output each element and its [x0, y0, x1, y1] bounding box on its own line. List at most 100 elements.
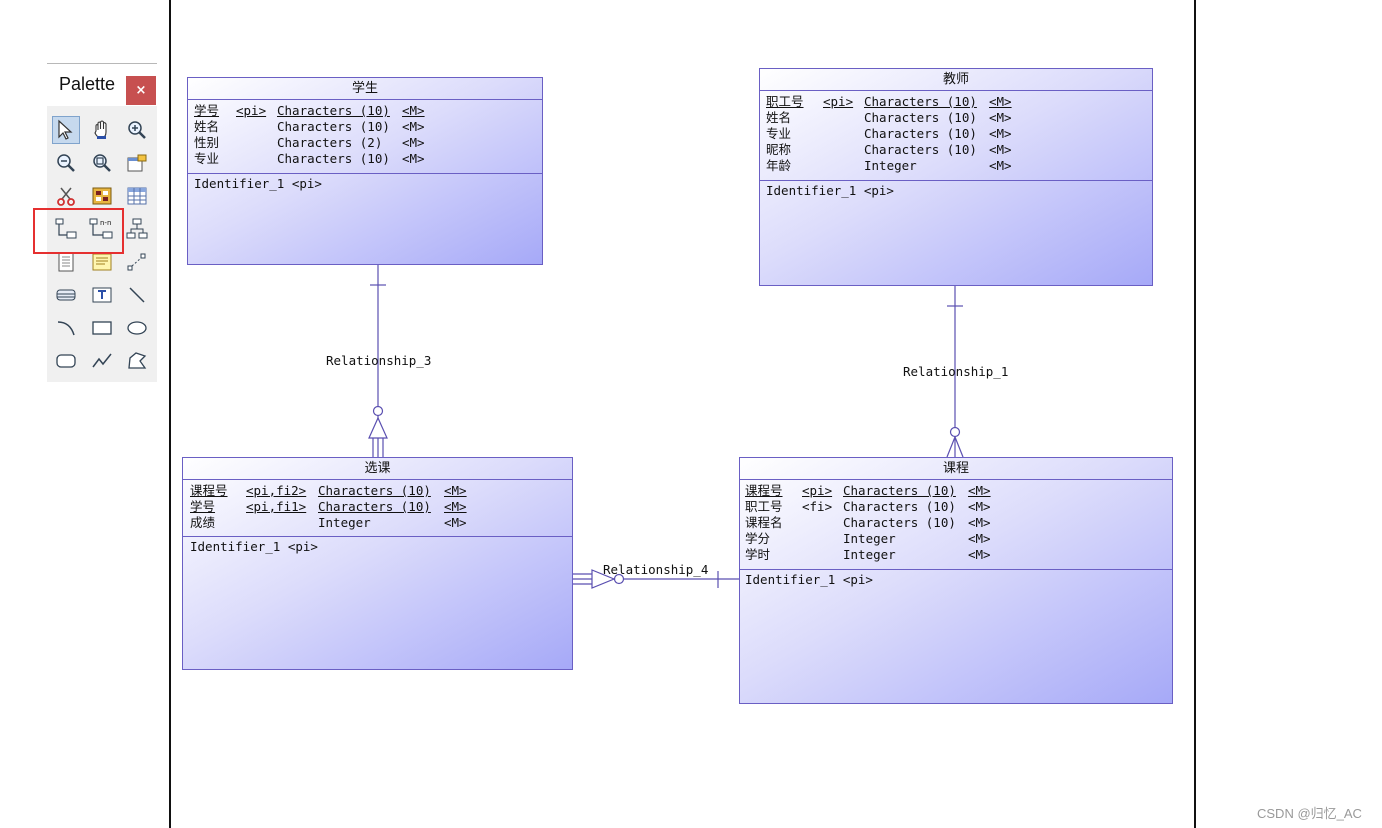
note-icon[interactable]: [88, 248, 116, 276]
relationship-3-line: [368, 265, 388, 457]
attr-key: <pi,fi2>: [246, 483, 307, 498]
attr-type: Characters (10): [864, 126, 977, 141]
entity-title: 教师: [760, 69, 1152, 91]
palette-close-button[interactable]: ×: [126, 76, 156, 105]
palette-highlight-box: [33, 208, 124, 254]
hand-icon[interactable]: [88, 116, 116, 144]
zoom-out-icon[interactable]: [52, 149, 80, 177]
attr-mandatory: <M>: [444, 515, 467, 530]
identifier: Identifier_1 <pi>: [745, 572, 873, 587]
relationship-icon[interactable]: [52, 215, 80, 243]
attr-mandatory: <M>: [402, 103, 425, 118]
canvas-left-border: [169, 0, 171, 828]
entity-title: 选课: [183, 458, 572, 480]
attr-type: Integer: [843, 547, 896, 562]
attr-mandatory: <M>: [968, 483, 991, 498]
attr-mandatory: <M>: [402, 135, 425, 150]
relationship-4-label[interactable]: Relationship_4: [603, 562, 709, 577]
relationship-1-line: [946, 286, 964, 458]
ellipse-icon[interactable]: [123, 314, 151, 342]
palette-toolbox: n-n: [47, 106, 157, 382]
link-icon[interactable]: [123, 248, 151, 276]
rounded-rectangle-icon[interactable]: [52, 347, 80, 375]
attr-name: 学号: [194, 103, 220, 118]
attr-key: <fi>: [802, 499, 833, 514]
zoom-fit-icon[interactable]: [88, 149, 116, 177]
attr-type: Integer: [318, 515, 371, 530]
attr-mandatory: <M>: [968, 499, 991, 514]
attr-name: 学号: [190, 499, 216, 514]
attr-mandatory: <M>: [989, 126, 1012, 141]
table-icon[interactable]: [123, 182, 151, 210]
attr-type: Characters (10): [318, 483, 431, 498]
polygon-icon[interactable]: [123, 347, 151, 375]
attr-name: 性别: [194, 135, 220, 150]
attr-name: 年龄: [766, 158, 792, 173]
relationship-1-label[interactable]: Relationship_1: [903, 364, 1009, 379]
relationship-3-label[interactable]: Relationship_3: [326, 353, 432, 368]
n-n-relationship-icon[interactable]: n-n: [88, 215, 116, 243]
attr-name: 姓名: [766, 110, 792, 125]
cut-icon[interactable]: [52, 182, 80, 210]
text-icon[interactable]: [88, 281, 116, 309]
rectangle-icon[interactable]: [88, 314, 116, 342]
attr-key: <pi>: [802, 483, 833, 498]
attr-name: 姓名: [194, 119, 220, 134]
attr-type: Integer: [864, 158, 917, 173]
relationship-4-line: [573, 569, 740, 589]
attribute-list: 课程号 <pi> Characters (10) <M> 职工号 <fi> Ch…: [740, 480, 1172, 570]
attr-name: 专业: [766, 126, 792, 141]
attr-type: Characters (2): [277, 135, 383, 150]
attr-type: Characters (10): [843, 515, 956, 530]
attribute-list: 课程号 <pi,fi2> Characters (10) <M> 学号 <pi,…: [183, 480, 572, 537]
entity-student[interactable]: 学生 学号 <pi> Characters (10) <M> 姓名 Charac…: [187, 77, 543, 265]
line-icon[interactable]: [123, 281, 151, 309]
attr-mandatory: <M>: [989, 158, 1012, 173]
attr-mandatory: <M>: [968, 531, 991, 546]
attr-mandatory: <M>: [989, 110, 1012, 125]
attr-type: Integer: [843, 531, 896, 546]
attr-name: 学时: [745, 547, 771, 562]
polyline-icon[interactable]: [88, 347, 116, 375]
attr-name: 课程号: [745, 483, 783, 498]
inheritance-icon[interactable]: [123, 215, 151, 243]
attr-mandatory: <M>: [989, 142, 1012, 157]
attr-name: 学分: [745, 531, 771, 546]
attr-mandatory: <M>: [968, 547, 991, 562]
identifier: Identifier_1 <pi>: [194, 176, 322, 191]
attr-mandatory: <M>: [402, 151, 425, 166]
identifier: Identifier_1 <pi>: [190, 539, 318, 554]
arc-icon[interactable]: [52, 314, 80, 342]
entity-course[interactable]: 课程 课程号 <pi> Characters (10) <M> 职工号 <fi>…: [739, 457, 1173, 704]
package-icon[interactable]: [52, 281, 80, 309]
pointer-icon[interactable]: [52, 116, 80, 144]
canvas-right-border: [1194, 0, 1196, 828]
entity-title: 学生: [188, 78, 542, 100]
attr-key: <pi>: [236, 103, 267, 118]
entity-enrollment[interactable]: 选课 课程号 <pi,fi2> Characters (10) <M> 学号 <…: [182, 457, 573, 670]
file-icon[interactable]: [52, 248, 80, 276]
attr-name: 成绩: [190, 515, 216, 530]
attribute-list: 职工号 <pi> Characters (10) <M> 姓名 Characte…: [760, 91, 1152, 181]
attr-type: Characters (10): [864, 94, 977, 109]
attr-mandatory: <M>: [402, 119, 425, 134]
attr-type: Characters (10): [318, 499, 431, 514]
attr-name: 职工号: [745, 499, 783, 514]
attr-name: 职工号: [766, 94, 804, 109]
entity-icon[interactable]: [88, 182, 116, 210]
attr-mandatory: <M>: [989, 94, 1012, 109]
attr-name: 专业: [194, 151, 220, 166]
attr-type: Characters (10): [843, 499, 956, 514]
attr-mandatory: <M>: [444, 499, 467, 514]
zoom-in-icon[interactable]: [123, 116, 151, 144]
attribute-list: 学号 <pi> Characters (10) <M> 姓名 Character…: [188, 100, 542, 174]
properties-icon[interactable]: [123, 149, 151, 177]
attr-type: Characters (10): [277, 103, 390, 118]
attr-mandatory: <M>: [444, 483, 467, 498]
entity-teacher[interactable]: 教师 职工号 <pi> Characters (10) <M> 姓名 Chara…: [759, 68, 1153, 286]
palette-top-divider: [47, 63, 157, 64]
attr-type: Characters (10): [864, 110, 977, 125]
entity-title: 课程: [740, 458, 1172, 480]
identifier: Identifier_1 <pi>: [766, 183, 894, 198]
